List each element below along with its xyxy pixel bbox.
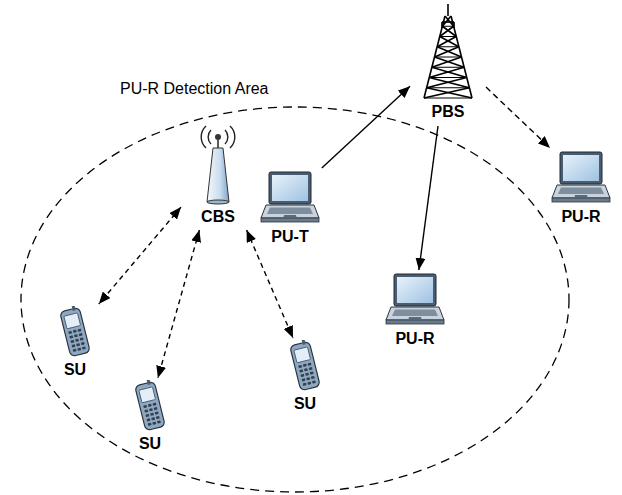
secondary-user: SU [125,380,175,456]
laptop-icon [385,272,445,327]
secondary-user: SU [50,306,100,382]
device-label: PU-R [395,330,434,348]
tower-icon [418,2,478,100]
detection-area: PU-R Detection AreaPU-T CBS SU PU-R SU SU [20,78,570,493]
secondary-user: SU [280,340,330,416]
receiver-laptop: PU-R [380,272,450,350]
base-station: PBS [412,2,484,124]
device-label: CBS [201,208,235,226]
solid-link [419,126,438,270]
device-label: PU-R [561,208,600,226]
dashed-link [486,87,550,148]
dashed-link [99,207,181,304]
phone-icon [57,306,93,358]
area-label: PU-R Detection Area [120,80,269,98]
laptop-icon [260,170,320,225]
device-label: SU [64,361,86,379]
laptop-icon [551,150,611,205]
device-label: SU [139,435,161,453]
cognitive-base-station: CBS [183,122,253,228]
transmitter-laptop: PU-T [260,170,320,248]
antenna-icon [198,122,238,205]
dashed-link [247,230,293,338]
solid-link [322,86,410,168]
device-label: PBS [432,103,465,121]
detection-area-outline [20,78,570,493]
receiver-laptop: PU-R [548,150,614,230]
phone-icon [132,380,168,432]
device-label: PU-T [271,228,308,246]
phone-icon [287,340,323,392]
dashed-link [158,230,200,378]
device-label: SU [294,395,316,413]
